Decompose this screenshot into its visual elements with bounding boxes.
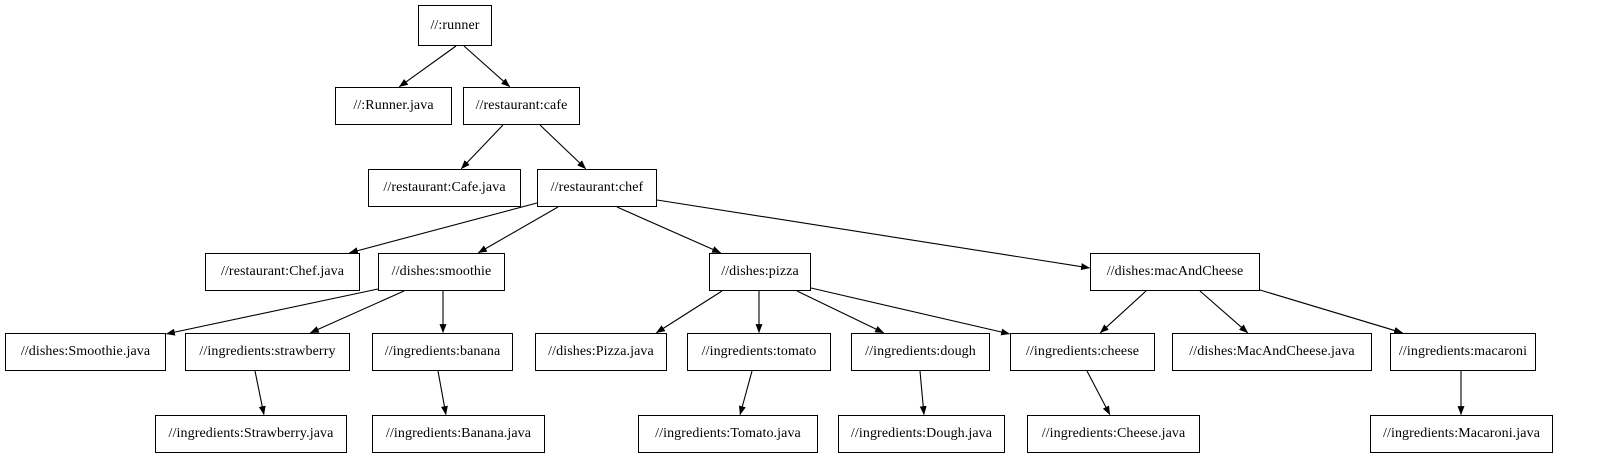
graph-node-label: //dishes:macAndCheese [1106,264,1244,279]
graph-node-ing_cheese[interactable]: //ingredients:cheese [1010,333,1155,371]
graph-node-label: //ingredients:banana [384,344,501,359]
graph-node-runner[interactable]: //:runner [418,5,492,46]
graph-node-label: //dishes:Pizza.java [548,344,654,359]
graph-node-label: //:Runner.java [353,98,434,113]
graph-node-label: //dishes:MacAndCheese.java [1189,344,1355,359]
graph-node-dishes_macandcheese[interactable]: //dishes:macAndCheese [1090,253,1260,291]
graph-node-ing_strawberry_java[interactable]: //ingredients:Strawberry.java [155,415,347,453]
graph-node-label: //ingredients:macaroni [1398,344,1528,359]
graph-node-label: //ingredients:Tomato.java [655,426,801,441]
graph-node-label: //ingredients:dough [865,344,976,359]
graph-node-label: //ingredients:Dough.java [850,426,993,441]
graph-node-dishes_smoothie[interactable]: //dishes:smoothie [378,253,505,291]
graph-node-label: //restaurant:cafe [475,98,568,113]
graph-node-restaurant_cafe[interactable]: //restaurant:cafe [463,87,580,125]
graph-node-label: //dishes:Smoothie.java [20,344,151,359]
graph-node-ing_banana[interactable]: //ingredients:banana [372,333,513,371]
graph-node-label: //restaurant:Cafe.java [383,180,506,195]
graph-node-label: //dishes:smoothie [391,264,492,279]
graph-node-ing_banana_java[interactable]: //ingredients:Banana.java [372,415,545,453]
graph-node-dishes_smoothie_java[interactable]: //dishes:Smoothie.java [5,333,166,371]
graph-node-dishes_pizza[interactable]: //dishes:pizza [709,253,811,291]
graph-node-label: //ingredients:Strawberry.java [168,426,334,441]
graph-node-runner_java[interactable]: //:Runner.java [335,87,452,125]
graph-node-label: //ingredients:Cheese.java [1041,426,1186,441]
graph-node-restaurant_cafe_java[interactable]: //restaurant:Cafe.java [368,169,521,207]
graph-node-label: //ingredients:cheese [1025,344,1140,359]
graph-node-ing_dough[interactable]: //ingredients:dough [851,333,990,371]
graph-node-restaurant_chef[interactable]: //restaurant:chef [537,169,657,207]
graph-node-ing_dough_java[interactable]: //ingredients:Dough.java [838,415,1005,453]
graph-node-label: //restaurant:Chef.java [220,264,345,279]
graph-node-label: //:runner [430,17,480,33]
graph-node-label: //ingredients:tomato [701,344,817,359]
graph-node-label: //ingredients:Macaroni.java [1382,426,1541,441]
graph-node-dishes_macandcheese_java[interactable]: //dishes:MacAndCheese.java [1172,333,1372,371]
graph-node-ing_tomato_java[interactable]: //ingredients:Tomato.java [638,415,818,453]
graph-node-ing_strawberry[interactable]: //ingredients:strawberry [185,333,350,371]
graph-node-restaurant_chef_java[interactable]: //restaurant:Chef.java [205,253,360,291]
graph-node-label: //dishes:pizza [721,264,799,279]
graph-node-ing_macaroni_java[interactable]: //ingredients:Macaroni.java [1370,415,1553,453]
graph-node-label: //restaurant:chef [550,180,644,195]
graph-node-ing_tomato[interactable]: //ingredients:tomato [687,333,831,371]
graph-node-label: //ingredients:strawberry [199,344,336,359]
graph-node-ing_macaroni[interactable]: //ingredients:macaroni [1390,333,1536,371]
graph-node-dishes_pizza_java[interactable]: //dishes:Pizza.java [535,333,667,371]
graph-node-label: //ingredients:Banana.java [385,426,532,441]
graph-node-ing_cheese_java[interactable]: //ingredients:Cheese.java [1027,415,1200,453]
